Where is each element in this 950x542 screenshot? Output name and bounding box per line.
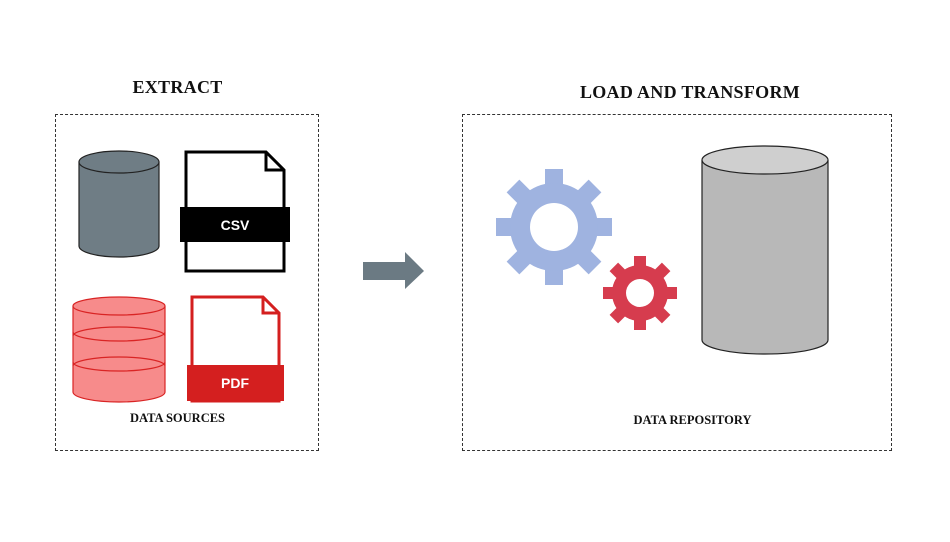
pdf-label: PDF bbox=[221, 375, 249, 391]
data-repository-panel bbox=[462, 114, 892, 451]
extract-title: EXTRACT bbox=[132, 77, 223, 97]
csv-label: CSV bbox=[221, 217, 250, 233]
pdf-file-icon: PDF bbox=[187, 295, 284, 403]
database-icon bbox=[78, 150, 160, 258]
data-sources-caption: DATA SOURCES bbox=[129, 411, 226, 425]
data-sources-panel bbox=[55, 114, 319, 451]
database-icon bbox=[701, 145, 829, 355]
csv-file-icon: CSV bbox=[180, 150, 290, 273]
right-arrow-icon bbox=[363, 252, 424, 289]
gear-icon bbox=[603, 256, 677, 330]
data-repository-caption: DATA REPOSITORY bbox=[633, 413, 752, 427]
load-transform-title: LOAD AND TRANSFORM bbox=[579, 82, 801, 102]
stacked-database-icon bbox=[72, 296, 166, 403]
gear-icon bbox=[496, 169, 612, 285]
